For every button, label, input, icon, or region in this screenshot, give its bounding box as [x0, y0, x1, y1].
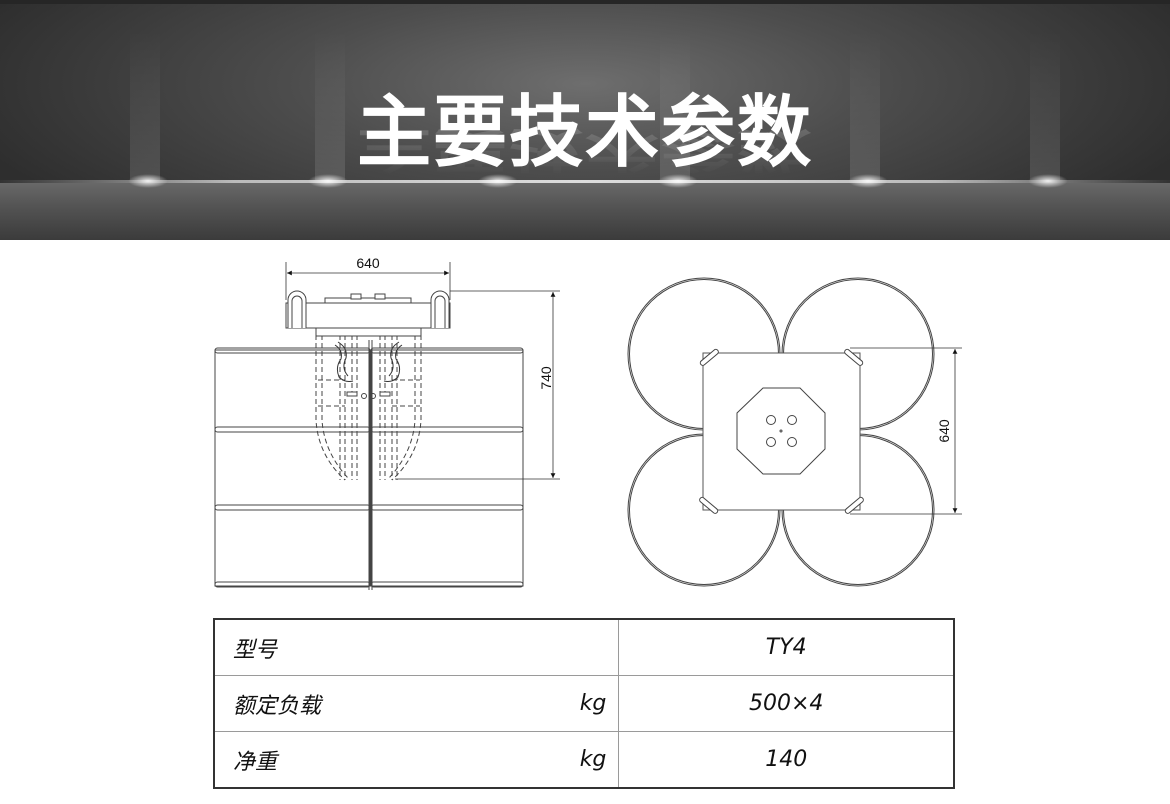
- side-view-drawing: [214, 290, 524, 590]
- top-view-dimensions: [850, 347, 962, 515]
- spotlight-glow: [1028, 174, 1068, 188]
- banner-floor-line: [0, 180, 1170, 183]
- spec-table: 型号 TY4 额定负载 kg 500×4 净重 kg 140: [213, 618, 955, 789]
- spotlight-glow: [128, 174, 168, 188]
- row-unit: [563, 618, 620, 676]
- page-title-reflection: 主要技术参数: [356, 122, 813, 177]
- side-width-dimension: 640: [356, 255, 380, 271]
- light-beam: [850, 30, 880, 180]
- top-view-drawing: [627, 277, 935, 587]
- table-row: 净重 kg 140: [213, 731, 955, 789]
- row-unit: kg: [563, 731, 620, 789]
- header-banner: 主要技术参数 主要技术参数: [0, 0, 1170, 240]
- row-label: 净重: [213, 731, 564, 789]
- row-label: 型号: [213, 618, 564, 676]
- spotlight-glow: [308, 174, 348, 188]
- row-unit: kg: [563, 675, 620, 732]
- spotlight-glow: [658, 174, 698, 188]
- side-view-dimensions: [285, 262, 560, 480]
- technical-drawing: 640 740 640: [214, 255, 962, 590]
- spotlight-glow: [478, 174, 518, 188]
- table-row: 型号 TY4: [213, 618, 955, 676]
- row-value: TY4: [618, 618, 955, 676]
- table-row: 额定负载 kg 500×4: [213, 675, 955, 732]
- light-beam: [660, 30, 690, 180]
- side-height-dimension: 740: [538, 366, 554, 390]
- top-side-dimension: 640: [936, 419, 952, 443]
- light-beam: [130, 30, 160, 180]
- row-value: 500×4: [618, 675, 955, 732]
- banner-floor: [0, 181, 1170, 240]
- row-value: 140: [618, 731, 955, 789]
- row-label: 额定负载: [213, 675, 564, 732]
- light-beam: [1030, 30, 1060, 180]
- light-beam: [315, 30, 345, 180]
- spotlight-glow: [848, 174, 888, 188]
- banner-top-edge: [0, 0, 1170, 4]
- page-title: 主要技术参数: [356, 87, 813, 178]
